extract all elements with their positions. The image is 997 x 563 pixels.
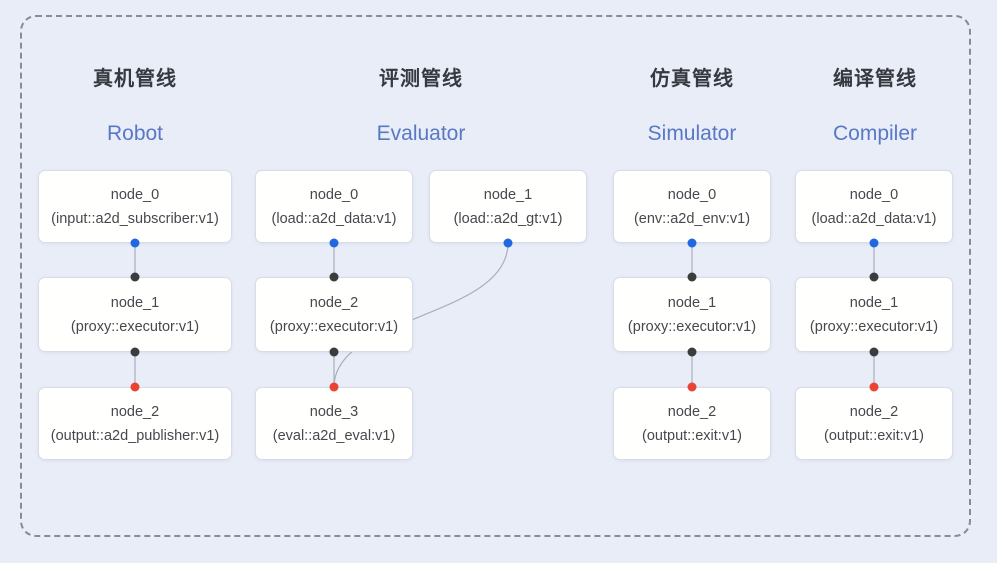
node-type: (load::a2d_gt:v1) xyxy=(453,210,563,227)
node-name: node_2 xyxy=(110,403,160,420)
node-name: node_2 xyxy=(309,294,359,311)
node-type: (load::a2d_data:v1) xyxy=(271,210,397,227)
node-type: (proxy::executor:v1) xyxy=(809,318,939,335)
dashed-border-frame xyxy=(20,15,971,537)
evaluator-node-2[interactable]: node_2 (proxy::executor:v1) xyxy=(255,277,413,352)
robot-node-0[interactable]: node_0 (input::a2d_subscriber:v1) xyxy=(38,170,232,243)
node-type: (env::a2d_env:v1) xyxy=(633,210,751,227)
node-type: (output::a2d_publisher:v1) xyxy=(50,427,220,444)
simulator-node-1[interactable]: node_1 (proxy::executor:v1) xyxy=(613,277,771,352)
node-name: node_1 xyxy=(483,186,533,203)
simulator-pipeline-title-zh: 仿真管线 xyxy=(650,68,734,90)
node-name: node_0 xyxy=(667,186,717,203)
compiler-node-1[interactable]: node_1 (proxy::executor:v1) xyxy=(795,277,953,352)
compiler-pipeline-title-en: Compiler xyxy=(832,122,918,145)
compiler-pipeline-title-zh: 编译管线 xyxy=(833,68,917,90)
node-type: (input::a2d_subscriber:v1) xyxy=(51,210,219,227)
node-name: node_1 xyxy=(667,294,717,311)
node-name: node_0 xyxy=(110,186,160,203)
robot-pipeline-title-zh: 真机管线 xyxy=(93,68,177,90)
node-type: (proxy::executor:v1) xyxy=(70,318,200,335)
evaluator-pipeline-title-en: Evaluator xyxy=(376,122,466,145)
node-type: (load::a2d_data:v1) xyxy=(811,210,937,227)
node-type: (proxy::executor:v1) xyxy=(627,318,757,335)
node-name: node_2 xyxy=(667,403,717,420)
simulator-node-0[interactable]: node_0 (env::a2d_env:v1) xyxy=(613,170,771,243)
evaluator-pipeline-title-zh: 评测管线 xyxy=(379,68,463,90)
node-name: node_0 xyxy=(849,186,899,203)
node-name: node_3 xyxy=(309,403,359,420)
node-type: (proxy::executor:v1) xyxy=(269,318,399,335)
evaluator-node-1[interactable]: node_1 (load::a2d_gt:v1) xyxy=(429,170,587,243)
simulator-pipeline-title-en: Simulator xyxy=(647,122,737,145)
robot-pipeline-title-en: Robot xyxy=(106,122,164,145)
robot-node-2[interactable]: node_2 (output::a2d_publisher:v1) xyxy=(38,387,232,460)
robot-node-1[interactable]: node_1 (proxy::executor:v1) xyxy=(38,277,232,352)
node-type: (output::exit:v1) xyxy=(642,427,742,444)
simulator-node-2[interactable]: node_2 (output::exit:v1) xyxy=(613,387,771,460)
node-name: node_2 xyxy=(849,403,899,420)
node-name: node_0 xyxy=(309,186,359,203)
node-type: (eval::a2d_eval:v1) xyxy=(272,427,396,444)
node-name: node_1 xyxy=(849,294,899,311)
evaluator-node-0[interactable]: node_0 (load::a2d_data:v1) xyxy=(255,170,413,243)
compiler-node-0[interactable]: node_0 (load::a2d_data:v1) xyxy=(795,170,953,243)
compiler-node-2[interactable]: node_2 (output::exit:v1) xyxy=(795,387,953,460)
node-type: (output::exit:v1) xyxy=(824,427,924,444)
evaluator-node-3[interactable]: node_3 (eval::a2d_eval:v1) xyxy=(255,387,413,460)
node-name: node_1 xyxy=(110,294,160,311)
